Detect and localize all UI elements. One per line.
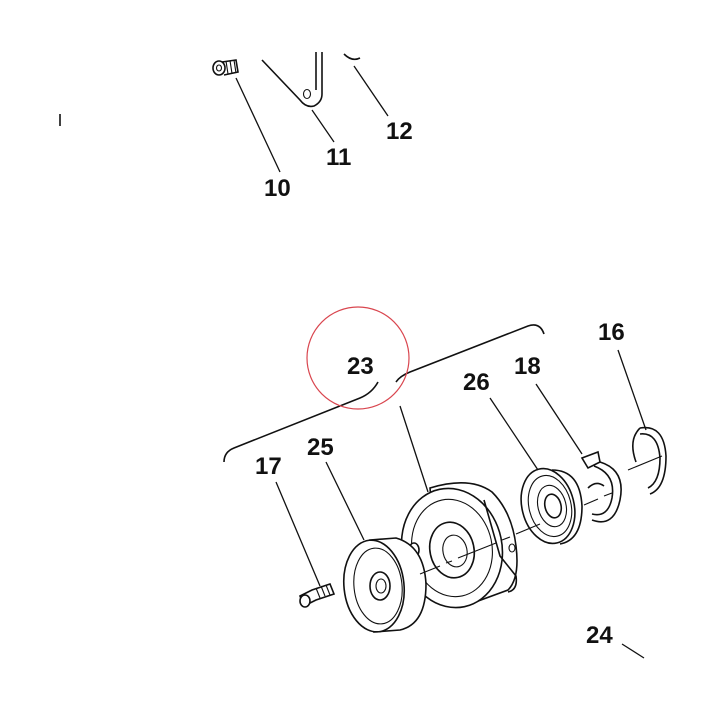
part-label-24: 24	[586, 622, 613, 649]
part-label-16: 16	[598, 319, 625, 346]
leader-17	[275, 481, 321, 587]
leader-16	[617, 349, 647, 431]
part-label-12: 12	[386, 118, 413, 145]
bracket-assembly-fragment	[212, 52, 389, 173]
bracket-11-drawing	[261, 52, 323, 108]
leader-11	[311, 109, 335, 143]
washer-12-edge	[343, 53, 361, 61]
leader-12	[353, 65, 389, 117]
part-label-17: 17	[255, 453, 282, 480]
part-label-11: 11	[326, 144, 351, 171]
screw-17-drawing	[298, 583, 336, 608]
pulley-assembly	[275, 349, 667, 659]
ring-16-drawing	[632, 426, 667, 495]
pulley-25-drawing	[342, 537, 427, 633]
part-label-18: 18	[514, 353, 541, 380]
leader-25	[325, 461, 365, 541]
bolt-10-drawing	[212, 59, 239, 76]
leader-24	[621, 643, 645, 659]
center-axis	[419, 455, 663, 575]
part-label-10: 10	[264, 175, 291, 202]
leader-10	[235, 77, 281, 173]
highlight-circle-23	[306, 306, 410, 410]
circlip-18-drawing	[580, 450, 622, 523]
part-label-23: 23	[347, 353, 374, 380]
assembly-23-bracket	[223, 324, 545, 493]
part-label-26: 26	[463, 369, 490, 396]
part-label-25: 25	[307, 434, 334, 461]
bearing-26-drawing	[520, 467, 583, 545]
leader-26	[489, 397, 539, 471]
leader-18	[535, 383, 583, 455]
